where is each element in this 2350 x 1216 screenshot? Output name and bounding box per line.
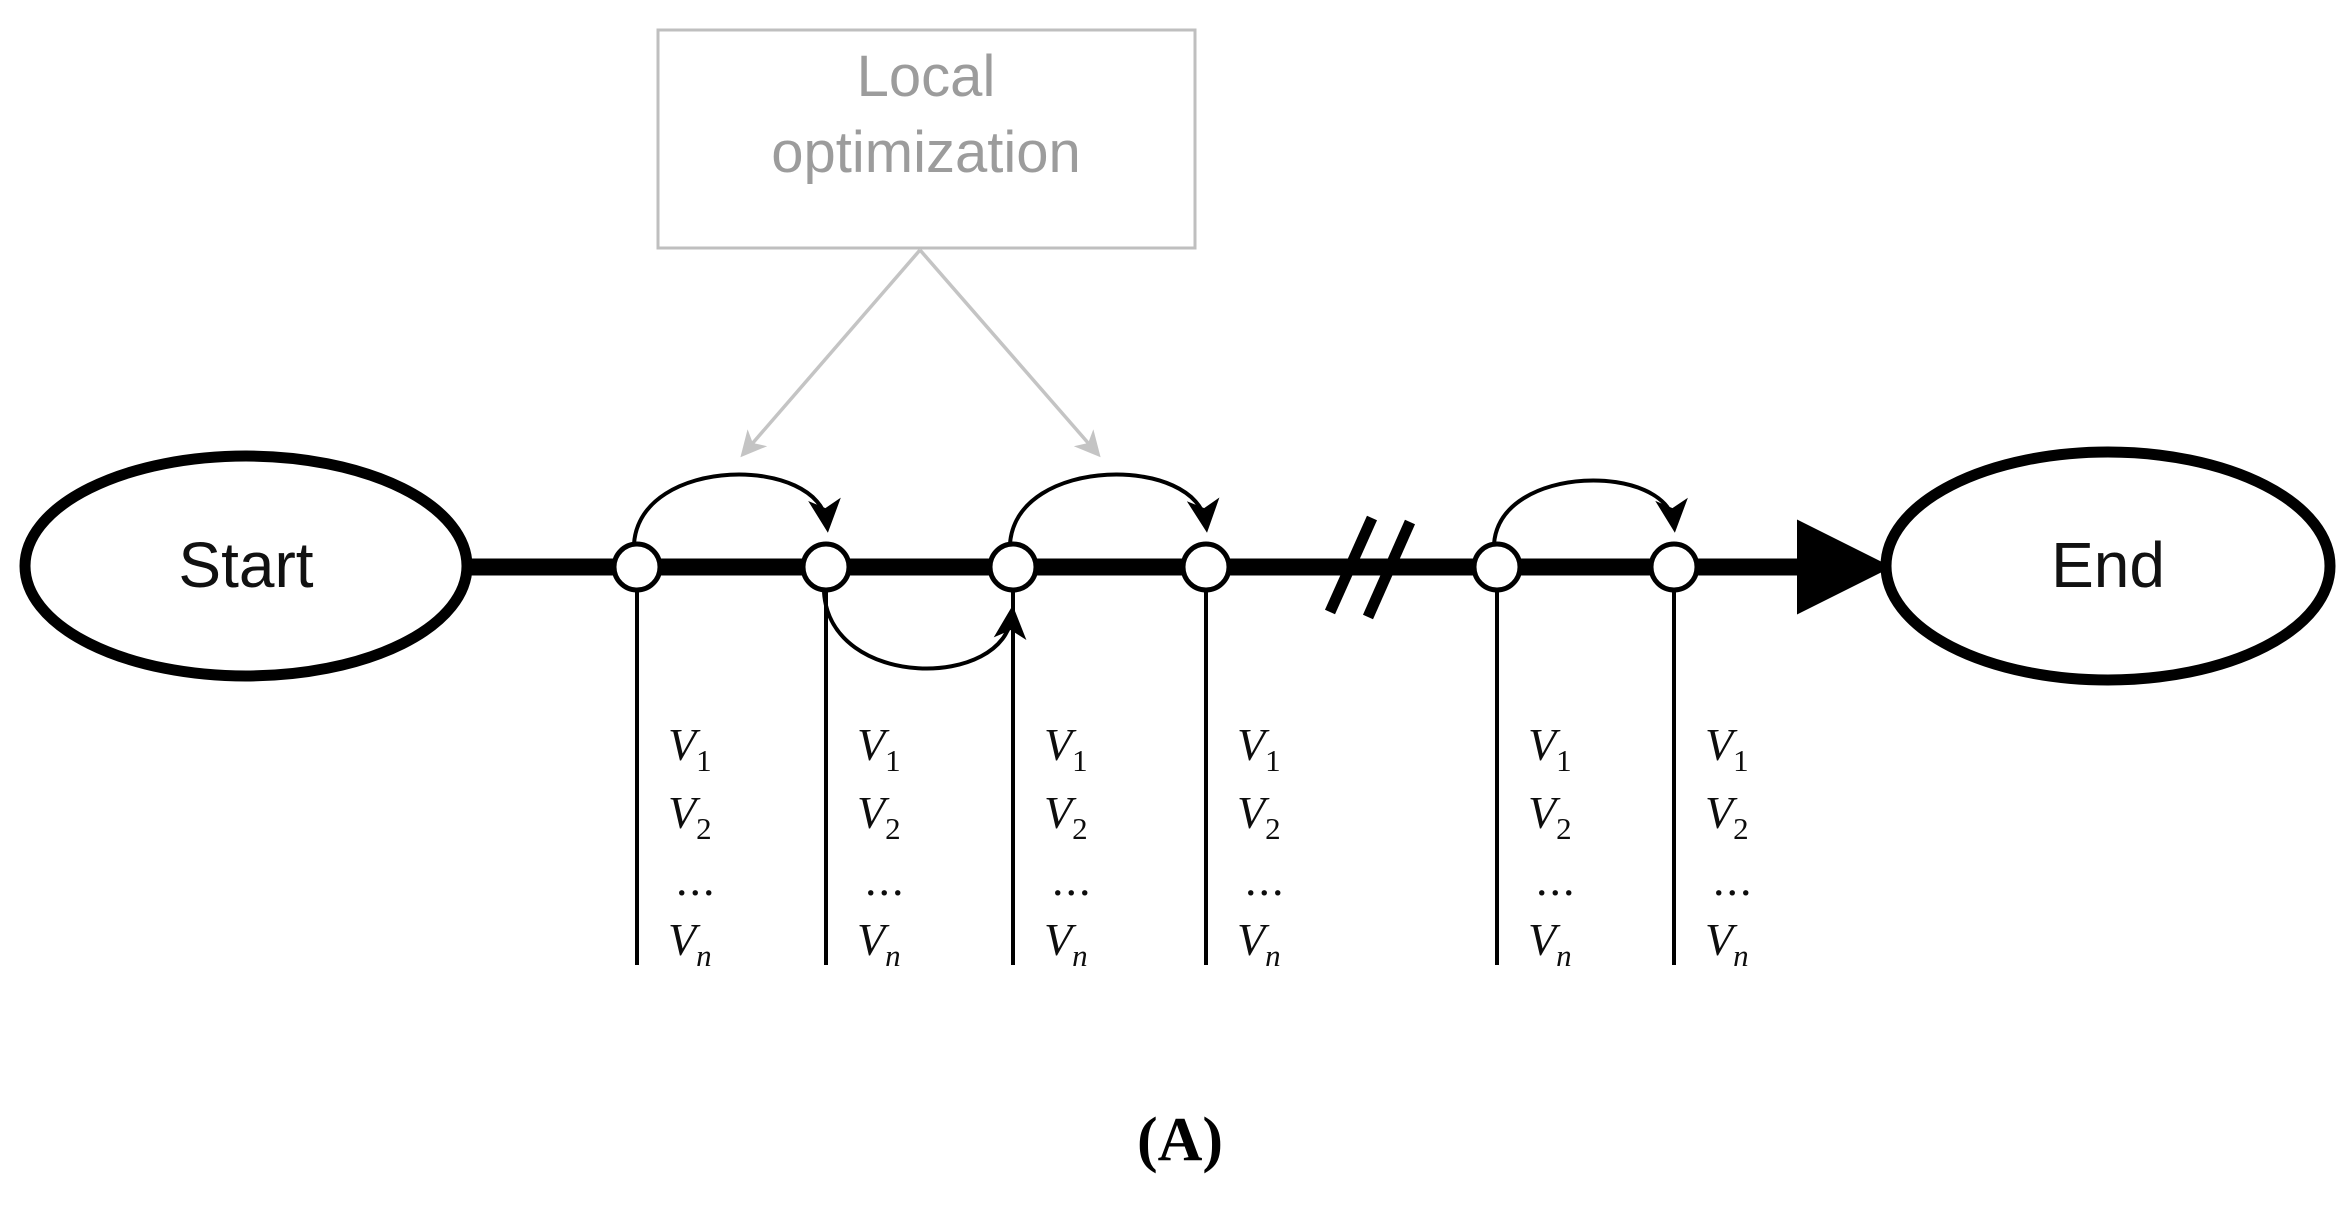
local-optimization-arcs [632, 472, 1688, 671]
node-n4[interactable] [1180, 541, 1232, 593]
v2-label-n2: V2 [857, 787, 901, 846]
ellipsis-n5: ... [1536, 854, 1577, 905]
vn-label-n2: Vn [857, 914, 901, 973]
arc-n5-n6 [1492, 478, 1688, 545]
arc-n2-n3 [822, 591, 1027, 671]
arc-n3-n4 [1008, 472, 1220, 545]
pointer-right-arrow [918, 248, 1101, 458]
ellipsis-n2: ... [865, 854, 906, 905]
node-n3[interactable] [987, 541, 1039, 593]
vn-label-n5: Vn [1528, 914, 1572, 973]
v2-label-n5: V2 [1528, 787, 1572, 846]
pointer-left-arrow [740, 248, 922, 458]
annotation-pointers [740, 248, 1101, 458]
end-label: End [2051, 529, 2165, 601]
start-ellipse[interactable] [19, 450, 473, 682]
ellipsis-n1: ... [676, 854, 717, 905]
vn-label-n6: Vn [1705, 914, 1749, 973]
variable-stack-n1: V1 V2 ... Vn [668, 719, 717, 973]
vn-label-n4: Vn [1237, 914, 1281, 973]
end-terminal[interactable]: End [1880, 446, 2336, 686]
start-label: Start [178, 529, 313, 601]
panel-caption: (A) [1137, 1106, 1223, 1174]
variable-stack-n5: V1 V2 ... Vn [1528, 719, 1577, 973]
v2-label-n3: V2 [1044, 787, 1088, 846]
node-n6[interactable] [1648, 541, 1700, 593]
ellipsis-n4: ... [1245, 854, 1286, 905]
path-break-mark [1324, 515, 1416, 620]
annotation-box-outline [656, 28, 1197, 250]
annotation-line-2: optimization [771, 120, 1080, 185]
start-terminal[interactable]: Start [19, 450, 473, 682]
v2-label-n4: V2 [1237, 787, 1281, 846]
ellipsis-n3: ... [1052, 854, 1093, 905]
variable-stack-n4: V1 V2 ... Vn [1237, 719, 1286, 973]
variable-stack-n3: V1 V2 ... Vn [1044, 719, 1093, 973]
node-n2[interactable] [800, 541, 852, 593]
break-slash-2 [1362, 519, 1416, 620]
node-n1[interactable] [611, 541, 663, 593]
break-slash-1 [1324, 515, 1378, 615]
v2-label-n1: V2 [668, 787, 712, 846]
v1-label-n2: V1 [857, 719, 901, 778]
arc-n1-n2 [632, 472, 841, 545]
variable-drop-lines [635, 590, 1676, 965]
vn-label-n1: Vn [668, 914, 712, 973]
variable-stack-n2: V1 V2 ... Vn [857, 719, 906, 973]
end-ellipse[interactable] [1880, 446, 2336, 686]
v2-label-n6: V2 [1705, 787, 1749, 846]
annotation-line-1: Local [857, 44, 996, 109]
v1-label-n1: V1 [668, 719, 712, 778]
vn-label-n3: Vn [1044, 914, 1088, 973]
v1-label-n4: V1 [1237, 719, 1281, 778]
variable-stack-n6: V1 V2 ... Vn [1705, 719, 1754, 973]
v1-label-n3: V1 [1044, 719, 1088, 778]
local-optimization-annotation: Local optimization [656, 28, 1197, 250]
node-n5[interactable] [1471, 541, 1523, 593]
v1-label-n6: V1 [1705, 719, 1749, 778]
ellipsis-n6: ... [1713, 854, 1754, 905]
v1-label-n5: V1 [1528, 719, 1572, 778]
sequence-nodes [611, 541, 1700, 593]
